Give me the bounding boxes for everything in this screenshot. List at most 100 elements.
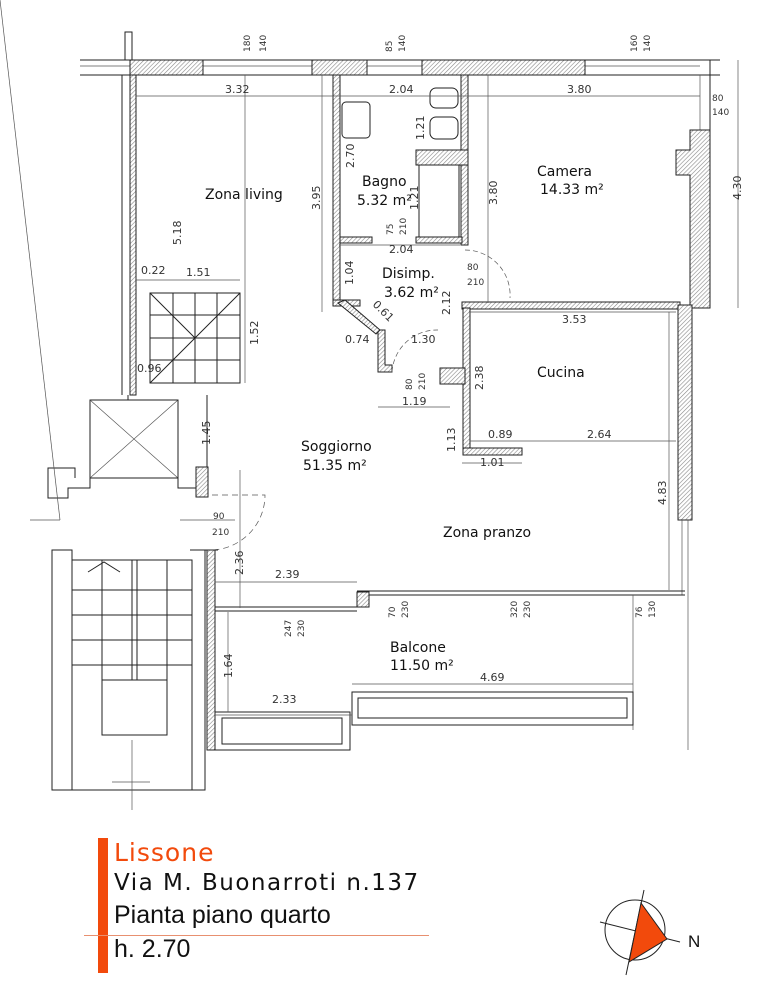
dimension-label: 4.69 <box>480 671 505 684</box>
dimension-label: 75 <box>386 224 396 235</box>
dimension-label: 80 <box>712 94 724 104</box>
dimension-label: 230 <box>297 620 307 637</box>
dimension-label: 2.04 <box>389 243 414 256</box>
north-label: N <box>688 932 701 951</box>
chimney <box>124 31 133 61</box>
dimension-label: 80 <box>405 378 415 390</box>
plan-title: Pianta piano quarto <box>114 901 331 929</box>
left-wall <box>129 74 137 396</box>
bathroom-walls <box>332 74 469 307</box>
dimension-label: 0.89 <box>488 428 513 441</box>
address: Via M. Buonarroti n.137 <box>114 870 420 896</box>
north-arrow-icon <box>599 889 681 976</box>
dimension-label: 1.21 <box>408 186 421 211</box>
dimension-label: 2.33 <box>272 693 297 706</box>
dimension-label: 3.95 <box>310 186 323 211</box>
dimension-label: 210 <box>399 218 409 235</box>
wall-segment <box>311 59 368 76</box>
dimension-label: 1.45 <box>200 421 213 446</box>
common-staircase <box>51 549 218 810</box>
dimension-label: 160 <box>630 35 640 52</box>
room-name-zona-living: Zona living <box>205 187 283 203</box>
dimension-label: 230 <box>401 601 411 618</box>
hall-walls <box>337 299 439 373</box>
dimension-label: 90 <box>213 512 225 522</box>
dimension-label: 180 <box>243 35 253 52</box>
dimension-label: 1.04 <box>343 261 356 286</box>
dimension-label: 2.38 <box>473 366 486 391</box>
dimension-lines <box>136 60 739 716</box>
dimension-label: 80 <box>467 263 479 273</box>
elevator-shaft <box>0 0 266 551</box>
dimension-label: 0.22 <box>141 264 166 277</box>
room-labels: Zona living Bagno 5.32 m² Camera 14.33 m… <box>205 164 604 674</box>
dimension-label: 4.83 <box>656 481 669 506</box>
up-arrow-icon <box>87 561 121 573</box>
dimension-label: 1.64 <box>222 654 235 679</box>
dimension-label: 76 <box>635 606 645 618</box>
dimension-label: 1.21 <box>414 116 427 141</box>
room-name-camera: Camera <box>537 164 592 180</box>
dimension-label: 3.80 <box>567 83 592 96</box>
dimension-label: 1.30 <box>411 333 436 346</box>
room-name-disimp: Disimp. <box>382 266 435 282</box>
dimension-label: 1.52 <box>248 321 261 346</box>
dimension-label: 1.13 <box>445 428 458 453</box>
room-name-soggiorno: Soggiorno <box>301 439 372 455</box>
balcony <box>206 549 689 751</box>
dimension-label: 210 <box>212 528 229 538</box>
ceiling-height: h. 2.70 <box>114 935 191 963</box>
camera-walls <box>461 129 711 310</box>
kitchen-walls <box>439 304 693 595</box>
dimension-label: 2.12 <box>440 291 453 316</box>
city-title: Lissone <box>114 838 215 867</box>
dimension-label: 247 <box>284 620 294 637</box>
room-area-bagno: 5.32 m² <box>357 193 412 209</box>
room-area-disimp: 3.62 m² <box>384 285 439 301</box>
dimension-label: 140 <box>643 35 653 52</box>
dimension-label: 85 <box>385 41 395 52</box>
wall-segment <box>421 59 586 76</box>
dimension-label: 5.18 <box>171 221 184 246</box>
dimension-label: 2.36 <box>233 551 246 576</box>
dimension-label: 3.32 <box>225 83 250 96</box>
room-name-cucina: Cucina <box>537 365 585 381</box>
internal-staircase <box>149 292 241 384</box>
dimension-label: 0.74 <box>345 333 370 346</box>
title-underline <box>84 935 429 936</box>
dimension-label: 1.01 <box>480 456 505 469</box>
dimension-label: 140 <box>259 35 269 52</box>
dimension-label: 230 <box>523 601 533 618</box>
dimension-label: 3.80 <box>487 181 500 206</box>
room-area-balcone: 11.50 m² <box>390 658 454 674</box>
title-block: Lissone Via M. Buonarroti n.137 Pianta p… <box>98 838 420 973</box>
dimension-label: 210 <box>467 278 484 288</box>
room-area-camera: 14.33 m² <box>540 182 604 198</box>
room-area-soggiorno: 51.35 m² <box>303 458 367 474</box>
toilet-icon <box>429 87 459 109</box>
room-name-balcone: Balcone <box>390 640 446 656</box>
dimension-labels: 180 140 85 140 160 140 3.32 2.04 3.80 80… <box>137 35 744 706</box>
dimension-label: 0.61 <box>370 298 397 325</box>
dimension-label: 2.64 <box>587 428 612 441</box>
dimension-label: 130 <box>648 601 658 618</box>
dimension-label: 2.39 <box>275 568 300 581</box>
dimension-label: 140 <box>398 35 408 52</box>
dimension-label: 320 <box>510 601 520 618</box>
dimension-label: 210 <box>418 373 428 390</box>
room-name-zona-pranzo: Zona pranzo <box>443 525 531 541</box>
dimension-label: 1.51 <box>186 266 211 279</box>
dimension-label: 2.04 <box>389 83 414 96</box>
dimension-label: 2.70 <box>344 144 357 169</box>
room-name-bagno: Bagno <box>362 174 407 190</box>
dimension-label: 3.53 <box>562 313 587 326</box>
bidet-icon <box>429 116 459 140</box>
shower <box>418 164 460 238</box>
dimension-label: 140 <box>712 108 729 118</box>
dimension-label: 70 <box>388 606 398 618</box>
dimension-label: 1.19 <box>402 395 427 408</box>
outer-walls <box>80 31 720 396</box>
sink-icon <box>341 101 371 139</box>
dimension-label: 4.30 <box>731 176 744 201</box>
